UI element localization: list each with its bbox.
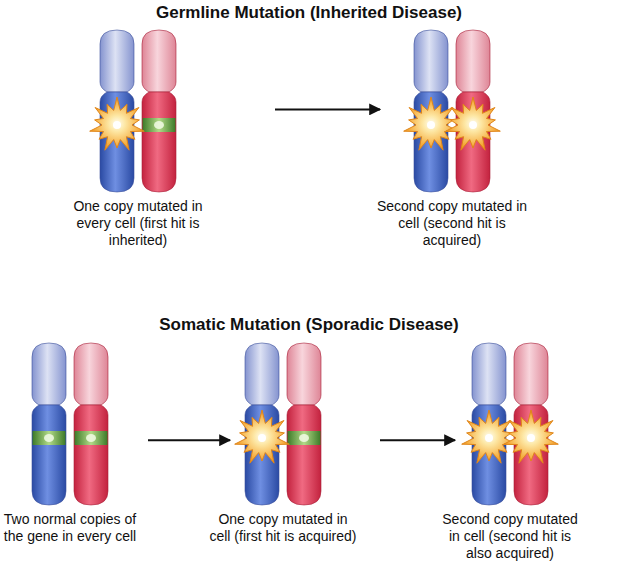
caption-text: One copy mutated in every cell (first hi… (63, 198, 213, 249)
chromosome-pair: Two normal copies of the gene in every c… (32, 343, 108, 505)
progression-arrow (275, 108, 380, 110)
gene-band-glow (86, 434, 96, 442)
chromosome-short-arm (472, 343, 506, 405)
red-chromosome (142, 30, 176, 192)
red-chromosome (74, 343, 108, 505)
mutation-starburst (462, 410, 517, 463)
mutation-starburst (504, 410, 559, 463)
mutation-starburst (446, 97, 501, 150)
mutation-starburst (404, 97, 459, 150)
chromosome-short-arm (142, 30, 176, 92)
chromosome-pair: Second copy mutated in cell (second hit … (414, 30, 490, 192)
caption-block: One copy mutated in every cell (first hi… (63, 198, 213, 249)
caption-text: Second copy mutated in cell (second hit … (435, 511, 585, 562)
chromosome-short-arm (100, 30, 134, 92)
gene-band (33, 431, 66, 445)
chromosome-pair: One copy mutated in cell (first hit is a… (245, 343, 321, 505)
caption-block: Second copy mutated in cell (second hit … (435, 511, 585, 562)
mutation-starburst (235, 410, 290, 463)
caption-block: One copy mutated in cell (first hit is a… (208, 511, 358, 545)
chromosome-pair: One copy mutated in every cell (first hi… (100, 30, 176, 192)
chromosome-short-arm (245, 343, 279, 405)
section-title: Germline Mutation (Inherited Disease) (0, 3, 618, 23)
chromosome-illustration (472, 343, 548, 505)
chromosome-illustration (100, 30, 176, 192)
mutation-glow (113, 121, 121, 129)
chromosome-illustration (245, 343, 321, 505)
gene-band-glow (44, 434, 54, 442)
caption-block: Second copy mutated in cell (second hit … (369, 198, 535, 249)
chromosome-long-arm (287, 405, 321, 505)
progression-arrow (148, 439, 230, 441)
caption-text: One copy mutated in cell (first hit is a… (208, 511, 358, 545)
blue-chromosome (32, 343, 66, 505)
mutation-glow (485, 434, 493, 442)
chromosome-long-arm (32, 405, 66, 505)
gene-band (288, 431, 321, 445)
chromosome-illustration (414, 30, 490, 192)
gene-band-glow (154, 121, 164, 129)
caption-block: Two normal copies of the gene in every c… (3, 511, 137, 545)
progression-arrow (380, 439, 455, 441)
mutation-glow (469, 121, 477, 129)
chromosome-pair: Second copy mutated in cell (second hit … (472, 343, 548, 505)
chromosome-short-arm (32, 343, 66, 405)
chromosome-long-arm (142, 92, 176, 192)
gene-band-glow (299, 434, 309, 442)
caption-text: Two normal copies of the gene in every c… (3, 511, 137, 545)
chromosome-short-arm (287, 343, 321, 405)
chromosome-short-arm (514, 343, 548, 405)
mutation-starburst (90, 97, 145, 150)
section-title: Somatic Mutation (Sporadic Disease) (0, 315, 618, 335)
chromosome-short-arm (414, 30, 448, 92)
red-chromosome (287, 343, 321, 505)
mutation-glow (258, 434, 266, 442)
chromosome-short-arm (74, 343, 108, 405)
mutation-glow (427, 121, 435, 129)
caption-text: Second copy mutated in cell (second hit … (369, 198, 535, 249)
gene-band (75, 431, 108, 445)
mutation-glow (527, 434, 535, 442)
chromosome-long-arm (74, 405, 108, 505)
chromosome-illustration (32, 343, 108, 505)
gene-band (143, 118, 176, 132)
chromosome-short-arm (456, 30, 490, 92)
